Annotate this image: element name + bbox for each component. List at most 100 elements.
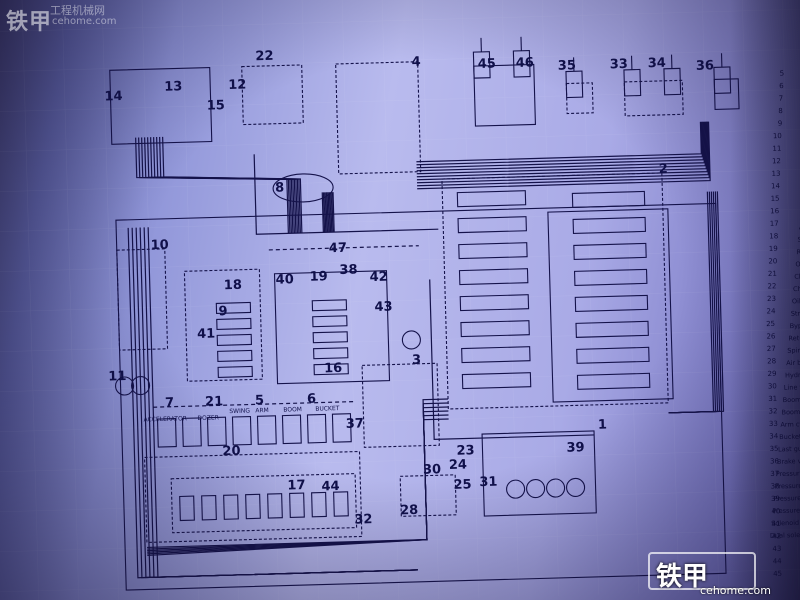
component-label: DOZER — [197, 414, 219, 422]
legend-item: Solenoid valve — [771, 518, 800, 527]
component-number: 47 — [329, 241, 348, 256]
legend-number: 13 — [771, 170, 780, 178]
legend-number: 31 — [768, 395, 777, 403]
component-number: 31 — [479, 475, 498, 490]
component-number: 23 — [456, 443, 475, 458]
legend-item: Boom cylinde — [781, 407, 800, 416]
legend-number: 29 — [767, 370, 776, 378]
legend-item: Brake valve — [777, 457, 800, 466]
component-label: ARM — [255, 407, 269, 414]
legend-item: Strainer — [791, 309, 800, 318]
component-label: ACCELERATOR — [143, 415, 187, 423]
legend-item: Pressure switch — [775, 481, 800, 490]
legend-item: Check v — [793, 284, 800, 293]
legend-number: 17 — [770, 220, 779, 228]
component-number: 16 — [324, 361, 343, 376]
component-number: 4 — [411, 55, 420, 70]
component-number: 17 — [287, 478, 306, 493]
watermark-brand: 铁甲 — [6, 10, 53, 35]
legend-number: 5 — [780, 69, 785, 77]
legend-number: 16 — [770, 207, 780, 215]
legend-item: Return filte — [788, 333, 800, 342]
legend-item: Bypass va — [790, 321, 800, 330]
legend-number: 23 — [767, 295, 776, 303]
legend-number: 20 — [768, 257, 777, 265]
component-number: 35 — [558, 58, 577, 73]
component-number: 2 — [659, 162, 668, 177]
legend-number: 30 — [768, 382, 777, 390]
legend-number: 7 — [779, 95, 784, 103]
component-number: 9 — [218, 304, 227, 319]
legend-item: Check v — [794, 272, 800, 281]
legend-item: RCV — [796, 248, 800, 256]
legend-number: 11 — [772, 145, 781, 153]
legend-number: 6 — [779, 82, 784, 90]
component-number: 34 — [648, 56, 667, 71]
component-number: 18 — [224, 278, 243, 293]
legend-item: Air breather — [786, 358, 800, 367]
watermark-url: cehome.com — [700, 584, 771, 597]
component-number: 19 — [309, 269, 328, 284]
legend-number: 14 — [771, 182, 781, 190]
component-number: 22 — [255, 49, 274, 64]
component-number: 46 — [516, 55, 535, 70]
watermark-sub: 工程机械网 — [50, 4, 105, 17]
component-number: 7 — [165, 396, 174, 411]
component-number: 33 — [610, 57, 629, 72]
component-number: 43 — [374, 299, 393, 314]
legend-item: Last guard filter — [778, 444, 800, 453]
component-number: 38 — [339, 262, 358, 277]
legend-number: 26 — [766, 332, 776, 340]
component-number: 10 — [150, 238, 169, 253]
component-number: 36 — [696, 58, 715, 73]
component-number: 32 — [354, 512, 373, 527]
component-number: 8 — [275, 180, 284, 195]
legend-number: 25 — [766, 320, 775, 328]
legend-item: Pressure switch — [772, 506, 800, 515]
component-number: 24 — [449, 457, 468, 472]
component-number: 3 — [412, 353, 421, 368]
component-number: 41 — [197, 326, 216, 341]
legend-number: 9 — [778, 120, 783, 128]
component-label: BOOM — [283, 406, 302, 414]
watermark-url: cehome.com — [52, 16, 117, 27]
component-number: 25 — [453, 477, 472, 492]
legend-number: 28 — [767, 357, 776, 365]
component-number: 45 — [478, 57, 497, 72]
watermark-brand: 铁甲 — [656, 562, 709, 592]
legend-item: Pressure switch — [773, 493, 800, 502]
legend-number: 10 — [773, 132, 782, 140]
component-number: 6 — [307, 392, 316, 407]
legend-item: Hydraulic tan — [785, 370, 800, 379]
component-number: 13 — [164, 79, 183, 94]
component-number: 20 — [222, 444, 241, 459]
component-label: BUCKET — [315, 405, 340, 413]
legend-number: 27 — [767, 345, 776, 353]
legend-number: 18 — [769, 232, 778, 240]
legend-number: 15 — [771, 195, 780, 203]
component-number: 14 — [104, 89, 123, 104]
component-number: 40 — [275, 272, 294, 287]
legend-number: 24 — [767, 307, 777, 315]
component-number: 42 — [369, 270, 388, 285]
component-number: 21 — [205, 394, 224, 409]
component-number: 1 — [598, 418, 607, 433]
legend-item: Bucket cylinder — [779, 432, 800, 441]
component-number: 30 — [423, 462, 442, 477]
legend-item: Dual solenoid val — [770, 530, 800, 540]
component-number: 28 — [400, 503, 419, 518]
component-number: 11 — [108, 369, 127, 384]
legend-item: Oil cooler — [792, 297, 800, 306]
legend-item: Boom cylinder — [783, 395, 800, 404]
component-number: 39 — [566, 440, 585, 455]
legend-number: 8 — [778, 107, 783, 115]
watermark-bottom-right: 铁甲 cehome.com — [648, 548, 798, 598]
component-number: 5 — [255, 393, 264, 408]
component-number: 12 — [228, 77, 247, 92]
legend-item: Line filter — [784, 383, 800, 392]
legend-item: Spin filter — [787, 346, 800, 355]
legend-number: 34 — [769, 432, 779, 440]
